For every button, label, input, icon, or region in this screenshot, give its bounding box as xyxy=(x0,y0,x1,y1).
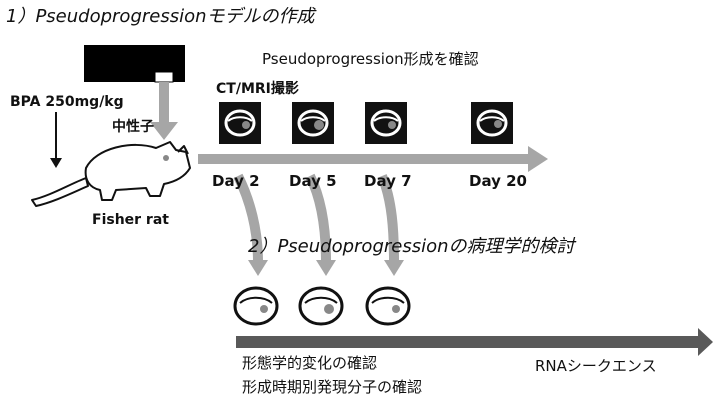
brain-section-1 xyxy=(233,286,279,326)
animal-label: Fisher rat xyxy=(92,212,169,228)
neutron-aperture xyxy=(154,71,174,83)
day-label-7: Day 7 xyxy=(364,172,412,190)
analysis-arrow xyxy=(236,328,713,356)
timeline-arrow xyxy=(198,146,548,172)
neutron-label: 中性子 xyxy=(112,119,154,135)
rna-seq-text: RNAシークエンス xyxy=(535,357,657,375)
ct-scan-day7 xyxy=(365,102,407,144)
morphology-text: 形態学的変化の確認 xyxy=(242,354,378,372)
section2-heading: 2）Pseudoprogressionの病理学的検討 xyxy=(248,236,575,257)
ct-scan-day5 xyxy=(292,102,334,144)
rat-illustration xyxy=(31,141,191,207)
brain-section-2 xyxy=(298,286,344,326)
pathology-arrow-day5 xyxy=(305,173,336,276)
day-label-5: Day 5 xyxy=(289,172,337,190)
day-label-20: Day 20 xyxy=(469,172,527,190)
day-label-2: Day 2 xyxy=(212,172,260,190)
pseudoprogression-confirm-label: Pseudoprogression形成を確認 xyxy=(262,50,479,68)
neutron-beam-arrow xyxy=(150,82,178,140)
expression-text: 形成時期別発現分子の確認 xyxy=(242,378,423,396)
injection-arrow xyxy=(50,112,62,168)
pathology-arrow-day7 xyxy=(377,174,404,276)
dose-label: BPA 250mg/kg xyxy=(10,94,124,110)
brain-section-3 xyxy=(365,286,411,326)
ct-scan-day20 xyxy=(471,102,513,144)
pathology-arrow-day2 xyxy=(233,173,268,276)
imaging-label: CT/MRI撮影 xyxy=(216,81,299,97)
ct-scan-day2 xyxy=(219,102,261,144)
section1-heading: 1）Pseudoprogressionモデルの作成 xyxy=(6,6,315,27)
